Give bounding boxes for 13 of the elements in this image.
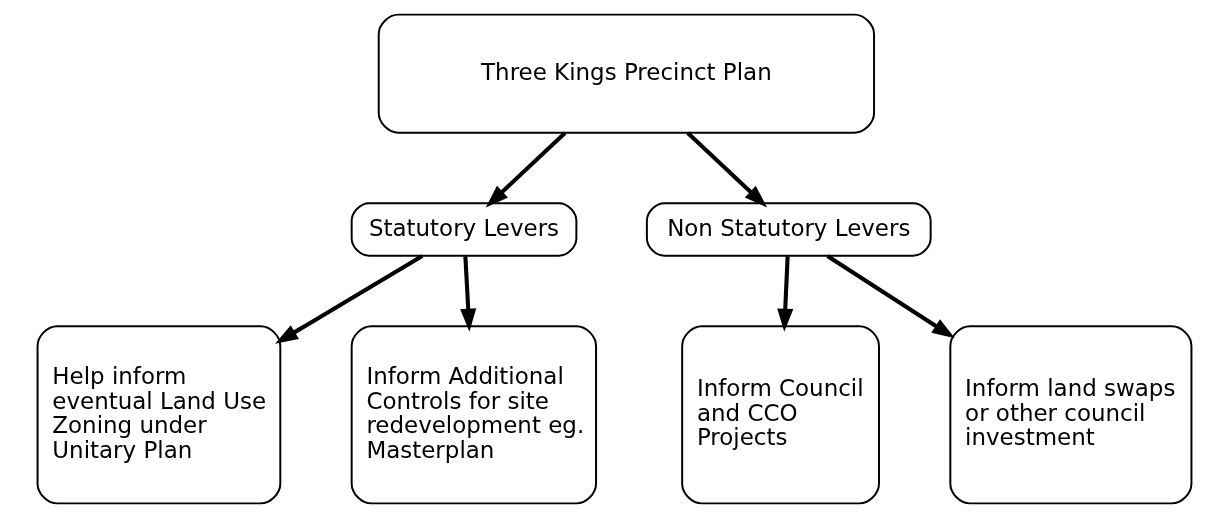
arrow xyxy=(459,256,476,332)
arrow xyxy=(685,131,767,208)
arrow xyxy=(825,254,955,339)
node-box: Non Statutory Levers xyxy=(645,202,932,257)
node-box: Three Kings Precinct Plan xyxy=(377,13,875,134)
node-box: Inform Additional Controls for site redevelopment eg. Masterplan xyxy=(350,325,597,505)
arrow xyxy=(485,131,566,208)
node-box: Help inform eventual Land Use Zoning under Unitary Plan xyxy=(36,325,281,505)
arrow xyxy=(776,256,793,332)
node-box: Statutory Levers xyxy=(350,202,577,257)
node-box: Inform Council and CCO Projects xyxy=(680,325,880,505)
node-box: Inform land swaps or other council investment xyxy=(948,325,1192,505)
arrow xyxy=(274,254,423,344)
